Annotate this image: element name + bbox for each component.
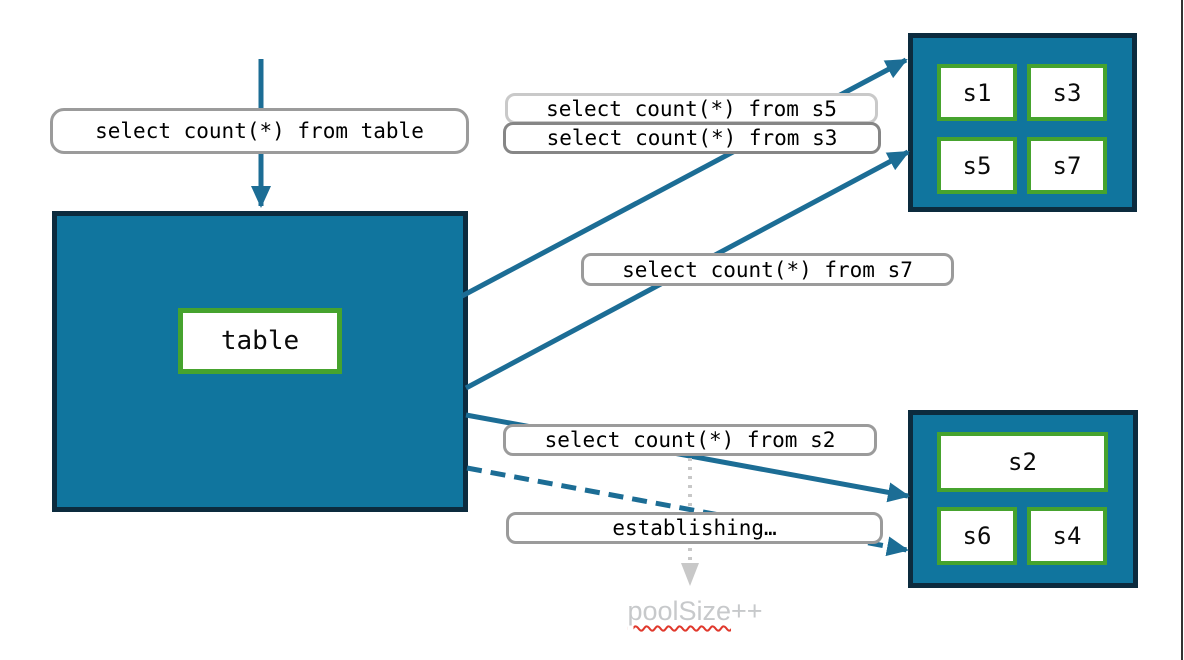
shard-label: s6	[962, 522, 992, 550]
pool-size-note: poolSize++	[600, 596, 790, 627]
shard-label: s1	[962, 78, 992, 107]
shard-chip-s5: s5	[937, 137, 1017, 194]
shard-label: s4	[1052, 522, 1082, 550]
callout-establishing: establishing…	[506, 512, 883, 544]
callout-query-s3: select count(*) from s3	[503, 122, 881, 154]
callout-query-table: select count(*) from table	[50, 108, 469, 154]
table-label: table	[220, 326, 300, 356]
misspelled-word: poolSize	[627, 596, 732, 626]
shard-chip-s4: s4	[1027, 507, 1107, 565]
callout-query-s2: select count(*) from s2	[503, 424, 877, 456]
shard-chip-s3: s3	[1027, 64, 1107, 121]
table-chip: table	[178, 308, 342, 374]
callout-query-s7: select count(*) from s7	[581, 253, 954, 286]
callout-text: select count(*) from s5	[546, 96, 837, 121]
shard-label: s7	[1052, 151, 1082, 180]
shard-label: s3	[1052, 78, 1082, 107]
callout-text: select count(*) from table	[95, 119, 424, 143]
pool-note-suffix: ++	[731, 596, 763, 626]
slide-edge-line	[1181, 0, 1183, 660]
callout-text: select count(*) from s3	[546, 126, 838, 150]
shard-chip-s6: s6	[937, 507, 1017, 565]
shard-label: s2	[1008, 448, 1037, 476]
callout-text: select count(*) from s2	[544, 428, 836, 452]
callout-text: establishing…	[612, 516, 777, 540]
callout-query-s5: select count(*) from s5	[505, 93, 878, 124]
dotted-arrowhead-icon	[681, 563, 699, 586]
shard-label: s5	[962, 151, 992, 180]
callout-text: select count(*) from s7	[622, 257, 913, 282]
shard-chip-s2: s2	[937, 432, 1108, 492]
shard-chip-s1: s1	[937, 64, 1017, 121]
shard-chip-s7: s7	[1027, 137, 1107, 194]
